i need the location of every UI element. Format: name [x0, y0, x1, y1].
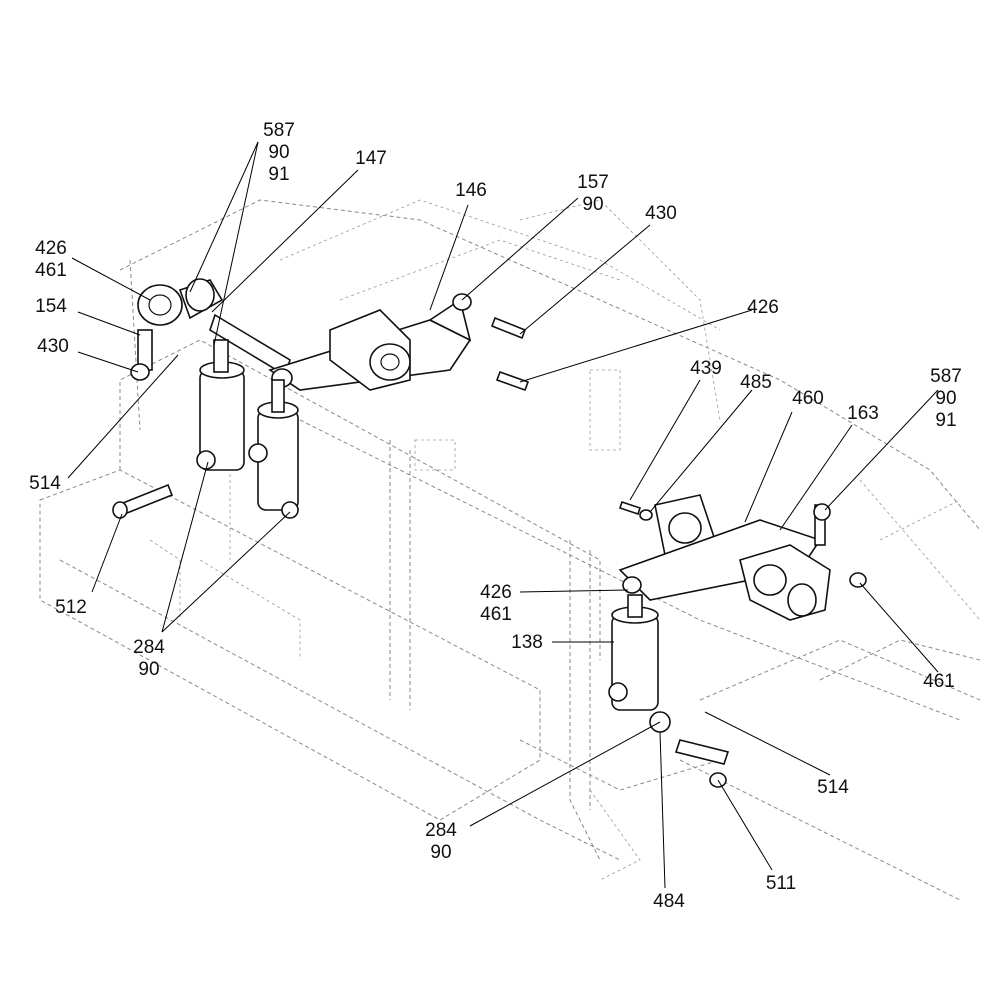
callout-439: 439: [690, 358, 722, 379]
callout-461-left: 461: [35, 260, 67, 281]
callout-514-right: 514: [817, 777, 849, 798]
callout-587-left: 587: [263, 120, 295, 141]
callout-512: 512: [55, 597, 87, 618]
left-pin: [112, 483, 174, 519]
callout-426-right: 426: [480, 582, 512, 603]
left-cylinder-front: [196, 339, 245, 471]
callout-154: 154: [35, 296, 67, 317]
right-cylinder: [608, 594, 659, 711]
callout-514-left: 514: [29, 473, 61, 494]
left-cylinder-rear: [248, 379, 299, 519]
callout-91-right: 91: [935, 410, 957, 431]
chassis-frame: [39, 199, 981, 901]
center-linkage-assembly: [268, 293, 530, 392]
callout-163: 163: [847, 403, 879, 424]
callout-426-left: 426: [35, 238, 67, 259]
callout-284-left: 284: [133, 637, 165, 658]
callout-426-center: 426: [747, 297, 779, 318]
left-linkage-assembly: [130, 278, 291, 381]
callout-511: 511: [765, 873, 797, 894]
callout-138: 138: [511, 632, 543, 653]
callout-90-right: 90: [935, 388, 957, 409]
callout-461-right: 461: [480, 604, 512, 625]
leader-lines: [67, 141, 939, 889]
callout-426-461-right: 426 461: [475, 582, 517, 626]
right-linkage-assembly: [618, 494, 867, 621]
callout-90-top: 90: [582, 194, 604, 215]
callout-147: 147: [355, 148, 387, 169]
callout-485: 485: [740, 372, 772, 393]
callout-587-90-91-left: 587 90 91: [258, 120, 300, 186]
callout-460: 460: [792, 388, 824, 409]
callout-430-top: 430: [645, 203, 677, 224]
callout-587-90-91-right: 587 90 91: [925, 366, 967, 432]
callout-284-90-right: 284 90: [420, 820, 462, 864]
callout-146: 146: [455, 180, 487, 201]
callout-484: 484: [653, 891, 685, 912]
callout-284-right: 284: [425, 820, 457, 841]
callout-157: 157: [577, 172, 609, 193]
callout-90-bottom-right: 90: [430, 842, 452, 863]
callout-426-461-left: 426 461: [30, 238, 72, 282]
callout-90-left: 90: [268, 142, 290, 163]
callout-461-far-right: 461: [923, 671, 955, 692]
callout-157-90: 157 90: [572, 172, 614, 216]
callout-430-left: 430: [37, 336, 69, 357]
callout-91-left: 91: [268, 164, 290, 185]
callout-284-90-left: 284 90: [128, 637, 170, 681]
callout-587-right: 587: [930, 366, 962, 387]
callout-90-bottom-left: 90: [138, 659, 160, 680]
